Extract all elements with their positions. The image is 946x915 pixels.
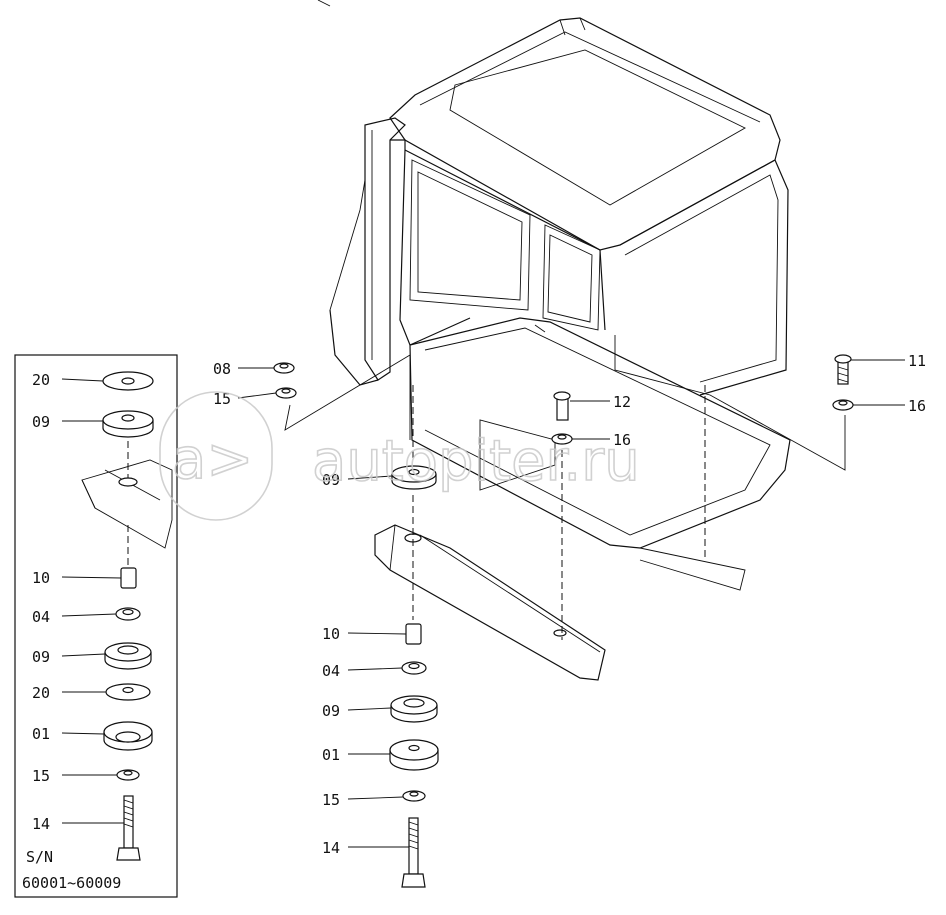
watermark-text: autopiter.ru bbox=[312, 429, 640, 494]
bolt-axes bbox=[412, 385, 706, 640]
inset-label-20b: 20 bbox=[32, 684, 50, 702]
label-16-right: 16 bbox=[908, 397, 926, 415]
inset-label-09b: 09 bbox=[32, 648, 50, 666]
watermark-logo-frame bbox=[159, 391, 273, 521]
inset-label-04: 04 bbox=[32, 608, 50, 626]
serial-number-range: 60001~60009 bbox=[22, 874, 121, 892]
stray-mark bbox=[317, 0, 331, 7]
label-01: 01 bbox=[322, 746, 340, 764]
inset-label-01: 01 bbox=[32, 725, 50, 743]
inset-label-09: 09 bbox=[32, 413, 50, 431]
floor-frame bbox=[374, 317, 791, 681]
inset-label-15: 15 bbox=[32, 767, 50, 785]
watermark-logo: a> bbox=[172, 427, 253, 492]
part-labels: 08 15 09 11 16 12 16 10 04 09 01 15 14 bbox=[213, 352, 926, 857]
label-11: 11 bbox=[908, 352, 926, 370]
bolt-14-icon bbox=[123, 795, 134, 849]
plane-callouts bbox=[284, 335, 846, 491]
label-08: 08 bbox=[213, 360, 231, 378]
watermark: a> autopiter.ru bbox=[159, 391, 641, 521]
label-10: 10 bbox=[322, 625, 340, 643]
label-09-lower: 09 bbox=[322, 702, 340, 720]
inset-panel: 20 09 10 04 09 20 01 15 14 S/N 60001~600… bbox=[14, 354, 178, 898]
inset-label-20: 20 bbox=[32, 371, 50, 389]
label-16-middle: 16 bbox=[613, 431, 631, 449]
bolt-12-icon bbox=[556, 397, 569, 421]
label-12: 12 bbox=[613, 393, 631, 411]
label-04: 04 bbox=[322, 662, 340, 680]
label-15-lower: 15 bbox=[322, 791, 340, 809]
cab-outline bbox=[329, 17, 789, 396]
sleeve-10-icon bbox=[120, 567, 137, 589]
label-09-upper: 09 bbox=[322, 471, 340, 489]
label-14: 14 bbox=[322, 839, 340, 857]
serial-number-label: S/N bbox=[26, 848, 53, 866]
inset-label-14: 14 bbox=[32, 815, 50, 833]
inset-label-10: 10 bbox=[32, 569, 50, 587]
leader-lines bbox=[237, 359, 905, 848]
label-15-upper: 15 bbox=[213, 390, 231, 408]
sleeve-10-main-icon bbox=[405, 623, 422, 645]
main-parts-stack bbox=[273, 354, 854, 888]
